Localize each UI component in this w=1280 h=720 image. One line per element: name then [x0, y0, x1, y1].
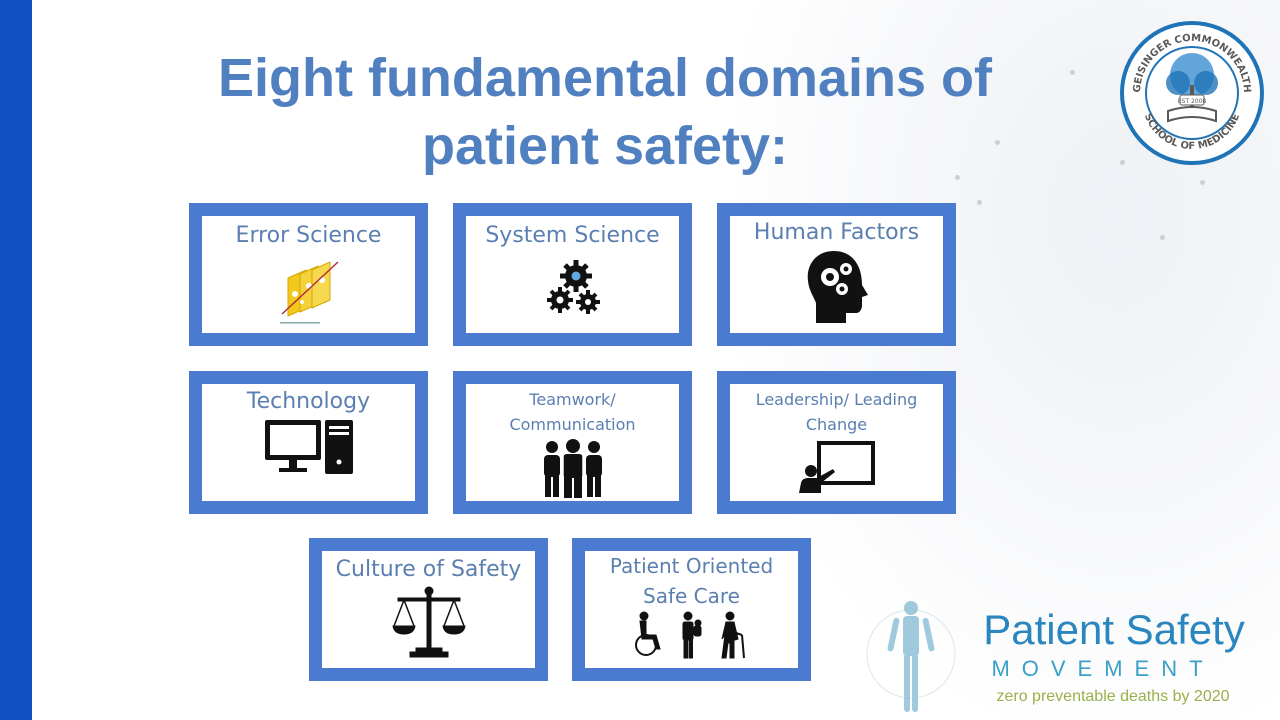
- head-gears-icon: [807, 251, 868, 323]
- psm-title: Patient Safety: [983, 606, 1245, 653]
- gears-icon: [546, 260, 600, 314]
- svg-text:SCHOOL OF MEDICINE: SCHOOL OF MEDICINE: [1142, 112, 1242, 152]
- slide-title: Eight fundamental domains of patient saf…: [150, 44, 1060, 180]
- domain-card-teamwork: Teamwork/ Communication: [453, 371, 692, 514]
- slide-title-line2: patient safety:: [421, 116, 789, 176]
- school-logo: EST 2008 GEISINGER COMMONWEALTH SCHOOL O…: [1120, 21, 1264, 165]
- balance-scale-icon: [391, 586, 466, 658]
- psm-subtitle: MOVEMENT: [991, 656, 1215, 681]
- domain-card-human-factors: Human Factors: [717, 203, 956, 346]
- domain-card-culture-of-safety: Culture of Safety: [309, 538, 548, 681]
- domain-card-error-science: Error Science: [189, 203, 428, 346]
- domain-label-line2: Communication: [509, 415, 636, 434]
- domain-label-line1: Leadership/ Leading: [755, 390, 918, 409]
- domain-card-system-science: System Science: [453, 203, 692, 346]
- domain-card-patient-oriented: Patient Oriented Safe Care: [572, 538, 811, 681]
- domain-label-line1: Teamwork/: [529, 390, 616, 409]
- presenter-board-icon: [798, 441, 875, 493]
- domain-label: System Science: [485, 223, 660, 248]
- domain-label-line1: Patient Oriented: [609, 554, 774, 578]
- psm-tagline: zero preventable deaths by 2020: [996, 688, 1230, 705]
- patients-icon: [634, 611, 745, 659]
- domain-label: Human Factors: [753, 220, 920, 245]
- swiss-cheese-model-icon: [279, 261, 339, 324]
- domain-card-leadership: Leadership/ Leading Change: [717, 371, 956, 514]
- accent-bar: [0, 0, 32, 720]
- slide-title-line1: Eight fundamental domains of: [217, 48, 992, 108]
- school-seal-icon: EST 2008 GEISINGER COMMONWEALTH SCHOOL O…: [1132, 33, 1252, 152]
- human-figure-logo-icon: [866, 601, 956, 712]
- school-logo-est: EST 2008: [1178, 98, 1207, 105]
- domain-label: Error Science: [235, 223, 382, 248]
- domain-label-line2: Safe Care: [643, 584, 740, 608]
- team-icon: [543, 439, 602, 498]
- desktop-computer-icon: [264, 420, 353, 474]
- domain-label: Culture of Safety: [335, 557, 522, 582]
- domain-label: Technology: [246, 389, 371, 414]
- domain-card-technology: Technology: [189, 371, 428, 514]
- domain-label-line2: Change: [805, 415, 868, 434]
